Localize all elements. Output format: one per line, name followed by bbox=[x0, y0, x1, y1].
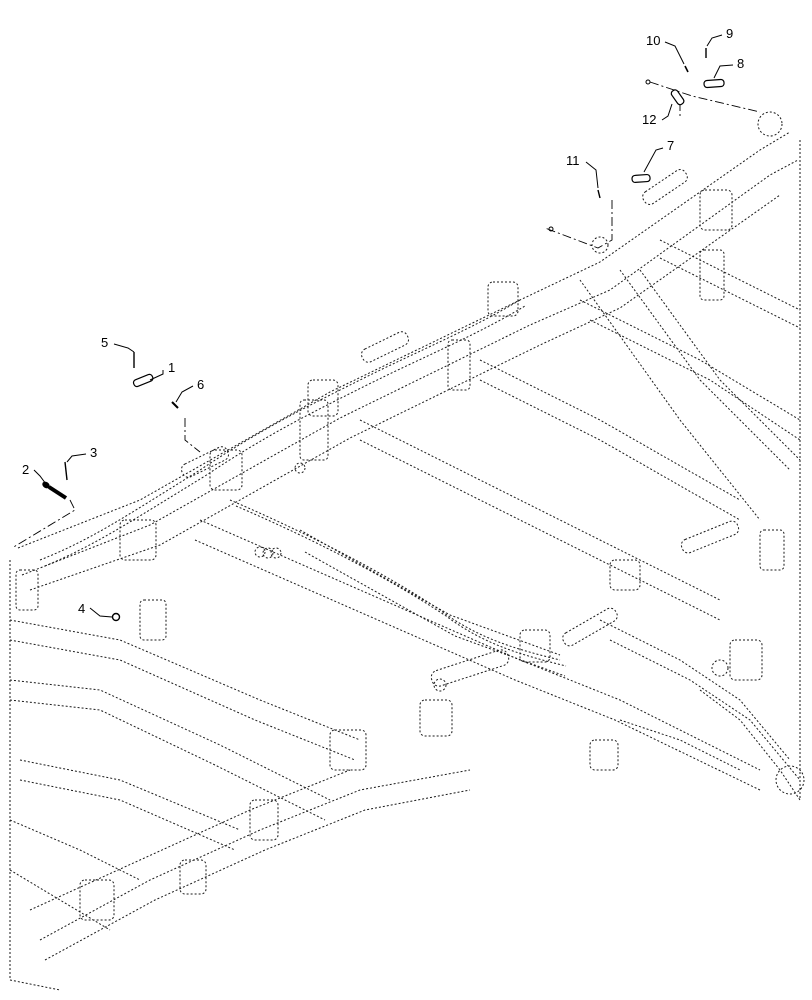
centerline-pin-8 bbox=[649, 81, 761, 113]
callout-5: 5 bbox=[101, 335, 108, 350]
leader-6 bbox=[175, 385, 194, 403]
leader-lines bbox=[33, 34, 734, 618]
centerline-pin-1 bbox=[184, 418, 201, 453]
centerline-pin-2 bbox=[11, 499, 76, 549]
callout-9: 9 bbox=[726, 26, 733, 41]
pin-part-2 bbox=[42, 481, 68, 500]
parts bbox=[42, 48, 725, 622]
implement-frame bbox=[9, 111, 805, 991]
centerline-pin-7 bbox=[544, 200, 613, 249]
callout-labels: 1 2 3 4 5 6 7 8 9 10 11 12 bbox=[22, 26, 744, 616]
callout-11: 11 bbox=[566, 153, 580, 168]
cotter-pin-part-3 bbox=[64, 461, 68, 481]
pin-part-1 bbox=[132, 373, 154, 388]
leader-10 bbox=[664, 41, 685, 65]
nut-part-4 bbox=[111, 612, 121, 622]
leader-11 bbox=[585, 161, 599, 189]
leader-7 bbox=[643, 147, 664, 173]
leader-3 bbox=[66, 453, 87, 463]
pin-part-7 bbox=[631, 173, 651, 184]
callout-2: 2 bbox=[22, 462, 29, 477]
pin-part-8 bbox=[703, 78, 725, 89]
pin-part-6 bbox=[171, 401, 179, 409]
callout-4: 4 bbox=[78, 601, 85, 616]
callout-7: 7 bbox=[667, 138, 674, 153]
callout-1: 1 bbox=[168, 360, 175, 375]
assembly-centerlines bbox=[11, 81, 761, 549]
callout-10: 10 bbox=[646, 33, 660, 48]
leader-9 bbox=[706, 34, 723, 47]
callout-3: 3 bbox=[90, 445, 97, 460]
callout-8: 8 bbox=[737, 56, 744, 71]
leader-2 bbox=[33, 469, 47, 485]
clip-part-10 bbox=[684, 65, 689, 73]
leader-5 bbox=[113, 343, 135, 353]
cotter-pin-part-11 bbox=[597, 189, 601, 199]
pin-part-12 bbox=[670, 89, 685, 106]
callout-6: 6 bbox=[197, 377, 204, 392]
leader-8 bbox=[713, 64, 734, 79]
callout-12: 12 bbox=[642, 112, 656, 127]
leader-12 bbox=[661, 103, 673, 121]
leader-4 bbox=[89, 607, 113, 618]
leader-1 bbox=[149, 370, 164, 381]
